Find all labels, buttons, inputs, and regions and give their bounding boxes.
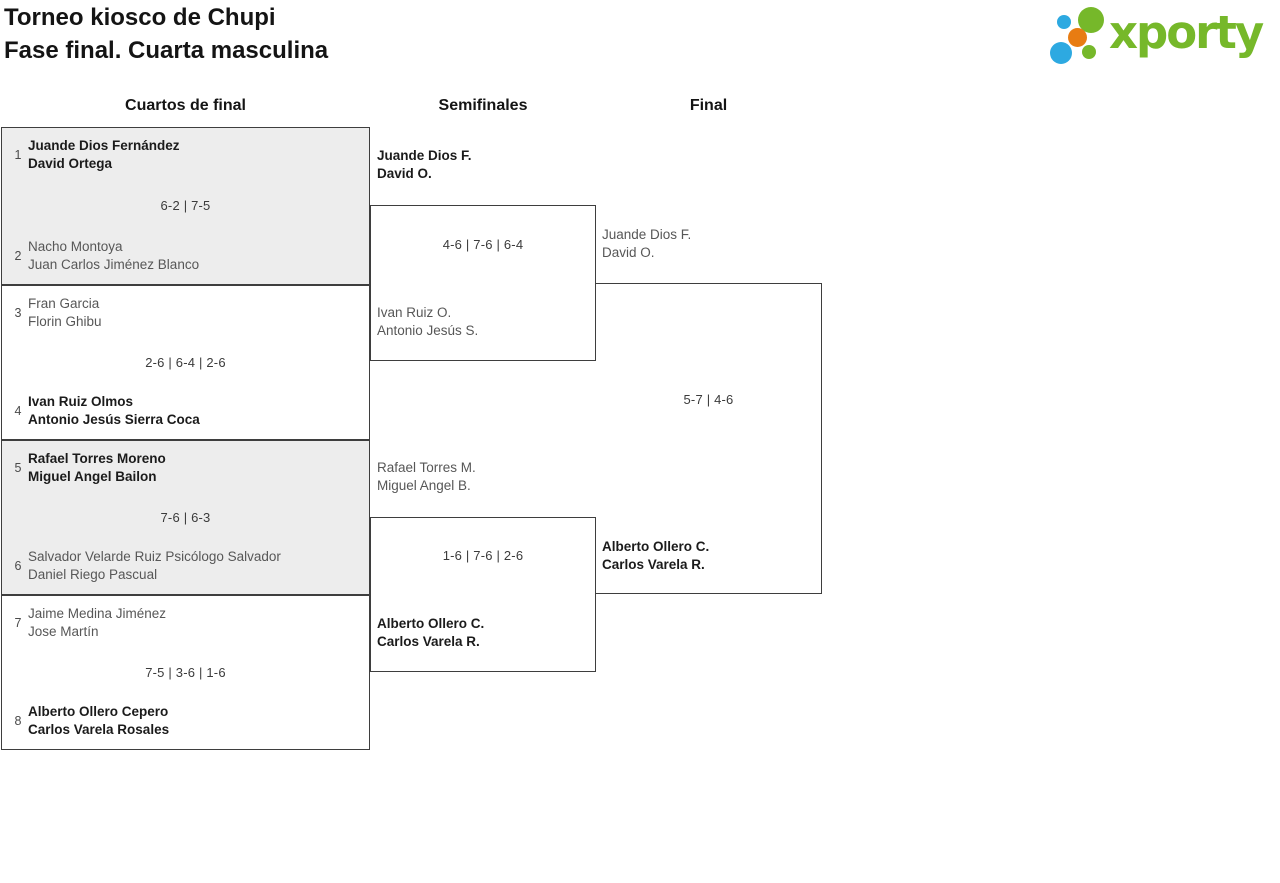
round-header-quarterfinals: Cuartos de final	[125, 97, 246, 114]
seed-number: 4	[14, 404, 22, 418]
team-names: Ivan Ruiz O. Antonio Jesús S.	[377, 304, 478, 340]
team-name-line: David O.	[602, 245, 655, 260]
team-names: Juande Dios F. David O.	[602, 226, 691, 262]
team-name-line: Nacho Montoya	[28, 239, 123, 254]
team-name-line: Juan Carlos Jiménez Blanco	[28, 257, 200, 272]
seed-number: 6	[14, 559, 22, 573]
team-names: Alberto Ollero C. Carlos Varela R.	[377, 615, 484, 651]
seed-number: 8	[14, 714, 22, 728]
round-header-semifinals: Semifinales	[438, 97, 528, 114]
team-name-line: Alberto Ollero C.	[602, 539, 710, 554]
team-name-line: Salvador Velarde Ruiz Psicólogo Salvador	[28, 549, 281, 564]
team-name-line: David O.	[377, 166, 432, 181]
team-name-line: Juande Dios Fernández	[28, 138, 180, 153]
team-name-line: Jose Martín	[28, 624, 99, 639]
match-box-final	[595, 283, 822, 594]
logo-dot-blue-small-icon	[1057, 15, 1071, 29]
team-names: Juande Dios Fernández David Ortega	[28, 137, 180, 173]
team-name-line: Antonio Jesús Sierra Coca	[28, 412, 200, 427]
team-name-line: Carlos Varela Rosales	[28, 722, 170, 737]
match-box-quarterfinal-2: 3 Fran Garcia Florin Ghibu 2-6 | 6-4 | 2…	[1, 285, 370, 440]
team-name-line: Miguel Angel B.	[377, 478, 471, 493]
team-names: Fran Garcia Florin Ghibu	[28, 295, 102, 331]
team-name-line: Juande Dios F.	[602, 227, 692, 242]
team-name-line: Ivan Ruiz O.	[377, 305, 452, 320]
match-score: 5-7 | 4-6	[683, 392, 734, 407]
team-names: Alberto Ollero C. Carlos Varela R.	[602, 538, 709, 574]
match-score: 7-6 | 6-3	[160, 509, 211, 525]
seed-number: 5	[14, 461, 22, 475]
team-name-line: Antonio Jesús S.	[377, 323, 479, 338]
team-names: Salvador Velarde Ruiz Psicólogo Salvador…	[28, 548, 281, 584]
team-entry: 3 Fran Garcia Florin Ghibu	[2, 295, 369, 331]
match-score: 1-6 | 7-6 | 2-6	[442, 548, 524, 563]
team-name-line: Rafael Torres Moreno	[28, 451, 166, 466]
team-name-line: Carlos Varela R.	[377, 634, 480, 649]
match-score: 2-6 | 6-4 | 2-6	[145, 354, 226, 370]
logo-wordmark: xporty	[1109, 6, 1264, 59]
page-title-line1: Torneo kiosco de Chupi	[4, 4, 276, 31]
team-name-line: Daniel Riego Pascual	[28, 567, 158, 582]
team-entry: 4 Ivan Ruiz Olmos Antonio Jesús Sierra C…	[2, 393, 369, 429]
seed-number: 3	[14, 306, 22, 320]
team-names: Nacho Montoya Juan Carlos Jiménez Blanco	[28, 238, 199, 274]
page-title-line2: Fase final. Cuarta masculina	[4, 37, 329, 64]
team-name-line: Miguel Angel Bailon	[28, 469, 157, 484]
team-entry: 8 Alberto Ollero Cepero Carlos Varela Ro…	[2, 703, 369, 739]
team-name-line: Jaime Medina Jiménez	[28, 606, 167, 621]
team-entry: 5 Rafael Torres Moreno Miguel Angel Bail…	[2, 450, 369, 486]
team-entry: 7 Jaime Medina Jiménez Jose Martín	[2, 605, 369, 641]
match-box-quarterfinal-3: 5 Rafael Torres Moreno Miguel Angel Bail…	[1, 440, 370, 595]
team-name-line: Alberto Ollero Cepero	[28, 704, 169, 719]
page-title: Torneo kiosco de Chupi Fase final. Cuart…	[4, 1, 328, 67]
team-name-line: Ivan Ruiz Olmos	[28, 394, 134, 409]
team-name-line: David Ortega	[28, 156, 113, 171]
team-entry: 2 Nacho Montoya Juan Carlos Jiménez Blan…	[2, 238, 369, 274]
team-names: Ivan Ruiz Olmos Antonio Jesús Sierra Coc…	[28, 393, 200, 429]
match-score: 4-6 | 7-6 | 6-4	[442, 237, 524, 252]
logo-dot-orange-icon	[1068, 28, 1087, 47]
match-score: 7-5 | 3-6 | 1-6	[145, 664, 226, 680]
match-box-semifinal-2	[370, 517, 596, 672]
team-name-line: Juande Dios F.	[377, 148, 472, 163]
team-entry: 6 Salvador Velarde Ruiz Psicólogo Salvad…	[2, 548, 369, 584]
xporty-logo[interactable]: xporty	[1045, 4, 1277, 70]
logo-dot-blue-large-icon	[1050, 42, 1072, 64]
team-name-line: Fran Garcia	[28, 296, 100, 311]
team-names: Alberto Ollero Cepero Carlos Varela Rosa…	[28, 703, 169, 739]
team-name-line: Carlos Varela R.	[602, 557, 705, 572]
team-name-line: Rafael Torres M.	[377, 460, 476, 475]
team-entry: 1 Juande Dios Fernández David Ortega	[2, 137, 369, 173]
seed-number: 1	[14, 148, 22, 162]
round-header-final: Final	[689, 97, 728, 114]
team-names: Juande Dios F. David O.	[377, 147, 472, 183]
seed-number: 2	[14, 249, 22, 263]
seed-number: 7	[14, 616, 22, 630]
team-name-line: Florin Ghibu	[28, 314, 102, 329]
logo-dot-green-small-icon	[1082, 45, 1096, 59]
team-names: Rafael Torres M. Miguel Angel B.	[377, 459, 476, 495]
team-name-line: Alberto Ollero C.	[377, 616, 485, 631]
team-names: Jaime Medina Jiménez Jose Martín	[28, 605, 166, 641]
team-names: Rafael Torres Moreno Miguel Angel Bailon	[28, 450, 166, 486]
match-score: 6-2 | 7-5	[160, 198, 211, 213]
match-box-quarterfinal-4: 7 Jaime Medina Jiménez Jose Martín 7-5 |…	[1, 595, 370, 750]
match-box-quarterfinal-1: 1 Juande Dios Fernández David Ortega 6-2…	[1, 127, 370, 285]
